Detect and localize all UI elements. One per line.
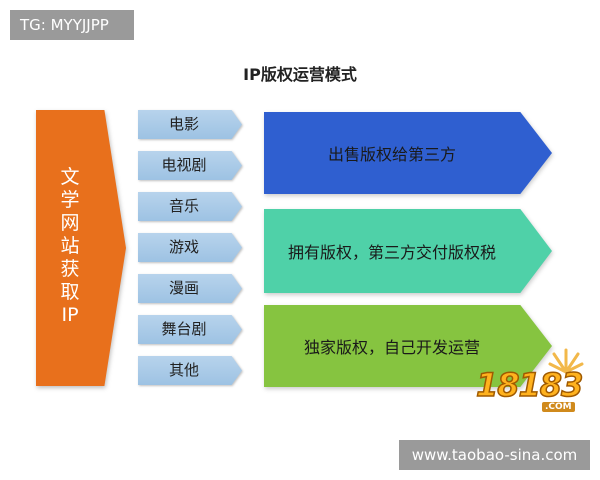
mode-arrow-license: 拥有版权，第三方交付版权税 <box>264 209 552 293</box>
category-label: 电视剧 <box>161 156 207 174</box>
category-arrow-shape <box>138 110 242 139</box>
category-arrow-comic: 漫画 <box>138 274 242 303</box>
watermark-top: TG: MYYJJPP <box>10 10 134 40</box>
source-char: 站 <box>60 235 80 257</box>
category-arrow-shape <box>138 274 242 303</box>
mode-label: 独家版权，自己开发运营 <box>303 338 480 357</box>
mode-arrow-exclusive: 独家版权，自己开发运营 <box>264 305 552 387</box>
logo-suffix: .COM <box>542 402 575 412</box>
source-char: 学 <box>60 189 80 211</box>
mode-arrow-shape <box>264 209 552 293</box>
mode-arrow-shape <box>264 305 552 387</box>
sun-rays-icon <box>548 348 584 374</box>
mode-label: 拥有版权，第三方交付版权税 <box>287 243 496 262</box>
category-arrow-music: 音乐 <box>138 192 242 221</box>
category-label: 游戏 <box>168 238 199 256</box>
category-label: 漫画 <box>168 279 199 297</box>
category-arrow-game: 游戏 <box>138 233 242 262</box>
category-label: 音乐 <box>168 197 199 215</box>
category-arrow-stage-play: 舞台剧 <box>138 315 242 344</box>
source-arrow-shape <box>36 110 126 386</box>
category-arrow-shape <box>138 315 242 344</box>
source-char: IP <box>61 304 79 326</box>
category-arrow-tv-drama: 电视剧 <box>138 151 242 180</box>
source-label: 文 学 网 站 获 取 IP <box>36 166 104 327</box>
logo-number: 18183 <box>475 365 584 405</box>
category-arrow-shape <box>138 356 242 385</box>
category-arrow-shape <box>138 233 242 262</box>
source-char: 获 <box>60 258 80 280</box>
category-arrow-movie: 电影 <box>138 110 242 139</box>
source-arrow: 文 学 网 站 获 取 IP <box>36 110 126 386</box>
watermark-bottom: www.taobao-sina.com <box>399 440 590 470</box>
mode-label: 出售版权给第三方 <box>327 145 456 164</box>
diagram-title: IP版权运营模式 <box>243 65 357 84</box>
mode-arrow-sell: 出售版权给第三方 <box>264 112 552 194</box>
category-label: 电影 <box>168 115 199 133</box>
category-arrow-shape <box>138 151 242 180</box>
source-char: 文 <box>60 166 80 188</box>
mode-arrow-shape <box>264 112 552 194</box>
source-char: 取 <box>60 281 80 303</box>
category-arrow-shape <box>138 192 242 221</box>
category-arrow-other: 其他 <box>138 356 242 385</box>
site-logo: 18183 .COM <box>474 340 592 420</box>
source-char: 网 <box>60 212 80 234</box>
category-label: 其他 <box>168 361 199 379</box>
category-label: 舞台剧 <box>161 320 207 338</box>
